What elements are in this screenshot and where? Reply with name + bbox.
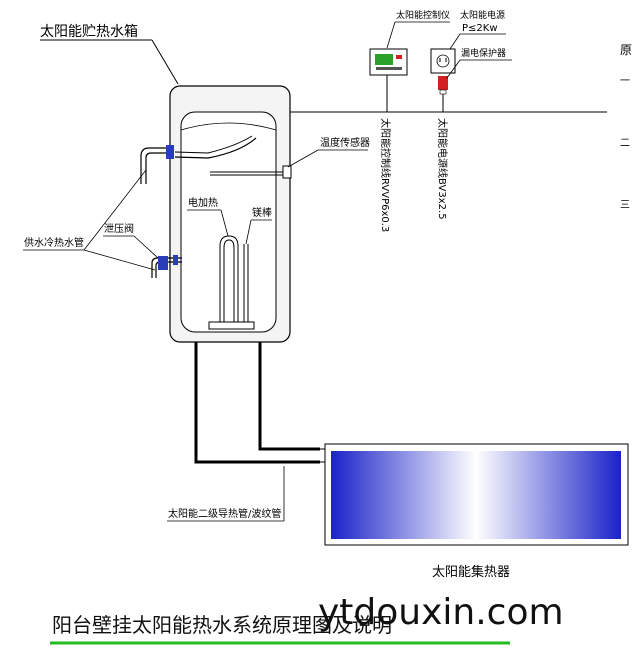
controller-led: [396, 55, 402, 59]
connecting-pipe-label: 太阳能二级导热管/波纹管: [168, 507, 281, 520]
controller-label: 太阳能控制仪: [396, 9, 450, 21]
supply-pipe-label: 供水冷热水管: [24, 236, 84, 249]
temp-sensor-rod: [210, 165, 292, 179]
leak-protector-plug: [438, 76, 448, 95]
solar-collector: [324, 443, 629, 546]
site-watermark: ytdouxin.com: [318, 592, 564, 633]
power-source-label: 太阳能电源: [460, 9, 505, 21]
hot-water-outlet: [140, 135, 257, 184]
power-cable-label: 太阳能电源线BV3x2.5: [436, 118, 449, 220]
heater-label: 电加热: [188, 196, 218, 209]
temp-sensor-label: 温度传感器: [320, 136, 370, 149]
power-spec-label: P≤2Kw: [462, 23, 498, 34]
note-item-2: 二: [620, 138, 630, 149]
magnesium-rod: [243, 244, 249, 322]
solar-controller: [369, 48, 408, 76]
outlet-valve: [166, 145, 174, 159]
leak-protector-label: 漏电保护器: [461, 47, 506, 59]
pressure-valve-label: 泄压阀: [104, 222, 134, 235]
note-item-3: 三: [620, 200, 630, 211]
controller-screen: [375, 54, 393, 65]
electric-heater: [219, 235, 239, 322]
magnesium-rod-label: 镁棒: [252, 206, 272, 219]
note-item-1: 一: [620, 76, 630, 87]
connecting-pipes: [194, 342, 330, 464]
power-socket: [430, 48, 456, 74]
control-cable-label: 太阳能控制线RVVP6x0.3: [379, 118, 392, 232]
collector-label: 太阳能集热器: [432, 564, 510, 580]
tank-title-leader: [151, 39, 179, 85]
tank-title: 太阳能贮热水箱: [40, 24, 138, 40]
diagram-caption: 阳台壁挂太阳能热水系统原理图及说明: [52, 613, 392, 637]
storage-tank: [169, 85, 291, 343]
notes-title: 原: [620, 43, 632, 57]
